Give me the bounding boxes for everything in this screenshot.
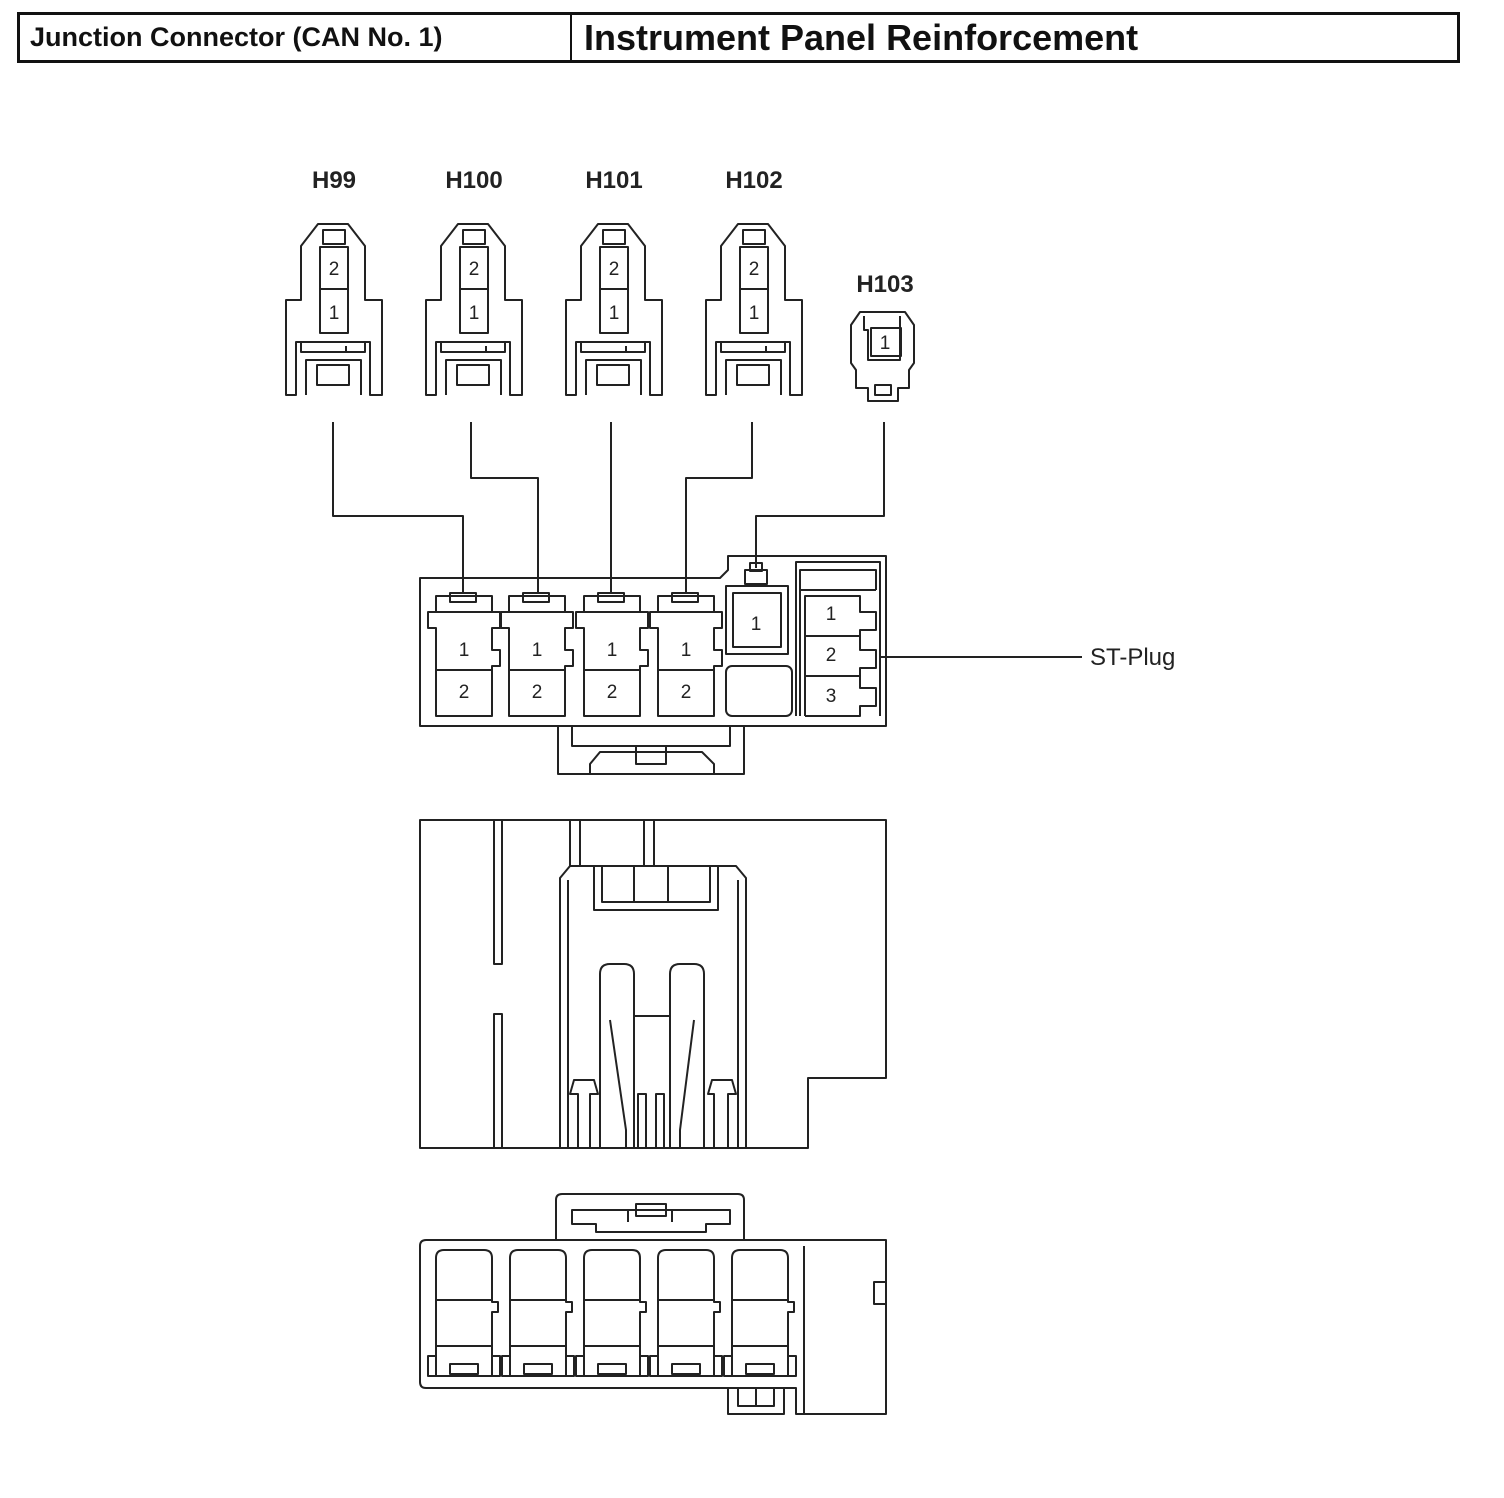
junction-bottom-view [419, 1193, 887, 1415]
mating-cavity [575, 1249, 649, 1377]
pin-label: 1 [880, 333, 891, 354]
mating-cavity [501, 1249, 575, 1377]
pin-label: 2 [532, 682, 543, 703]
connector-label-h100: H100 [445, 167, 502, 194]
junction-block: 1 2 1 2 1 2 1 2 1 1 2 3 ST-Plug [419, 555, 1175, 775]
pin-label: 1 [329, 303, 340, 324]
connector-h100: H100 2 1 [425, 167, 523, 396]
connector-h101: H101 2 1 [565, 167, 663, 396]
pin-label: 2 [749, 259, 760, 280]
header-left-title: Junction Connector (CAN No. 1) [20, 15, 572, 60]
pin-label: 2 [609, 259, 620, 280]
connector-label-h99: H99 [312, 167, 356, 194]
pin-label: 1 [469, 303, 480, 324]
pin-label: 1 [826, 604, 837, 625]
pin-label: 2 [826, 645, 837, 666]
pin-label: 1 [607, 640, 618, 661]
connector-label-h102: H102 [725, 167, 782, 194]
header-table: Junction Connector (CAN No. 1) Instrumen… [17, 12, 1460, 63]
pin-label: 1 [749, 303, 760, 324]
mating-cavity [723, 1249, 797, 1377]
st-plug-cavity [795, 561, 881, 717]
pin-label: 2 [329, 259, 340, 280]
wire-leads [332, 422, 885, 593]
connector-label-h103: H103 [856, 271, 913, 298]
header-right-title: Instrument Panel Reinforcement [584, 16, 1139, 58]
junction-side-view [419, 819, 887, 1149]
pin-label: 2 [469, 259, 480, 280]
pin-label: 3 [826, 686, 837, 707]
connector-h99: H99 2 1 [285, 167, 383, 396]
pin-label: 2 [681, 682, 692, 703]
pin-label: 2 [607, 682, 618, 703]
st-plug-label: ST-Plug [1090, 644, 1175, 671]
junction-slot [575, 592, 649, 717]
pin-label: 1 [532, 640, 543, 661]
pin-label: 1 [459, 640, 470, 661]
pin-label: 1 [681, 640, 692, 661]
junction-slot [649, 592, 723, 717]
pin-label: 1 [751, 614, 762, 635]
pin-label: 1 [609, 303, 620, 324]
connector-h102: H102 2 1 [705, 167, 803, 396]
mating-cavity [649, 1249, 723, 1377]
connector-label-h101: H101 [585, 167, 642, 194]
junction-slot [500, 592, 574, 717]
mating-cavity [427, 1249, 501, 1377]
pin-label: 2 [459, 682, 470, 703]
connector-h103: H103 1 [850, 271, 915, 402]
junction-single-cavity [725, 562, 793, 717]
